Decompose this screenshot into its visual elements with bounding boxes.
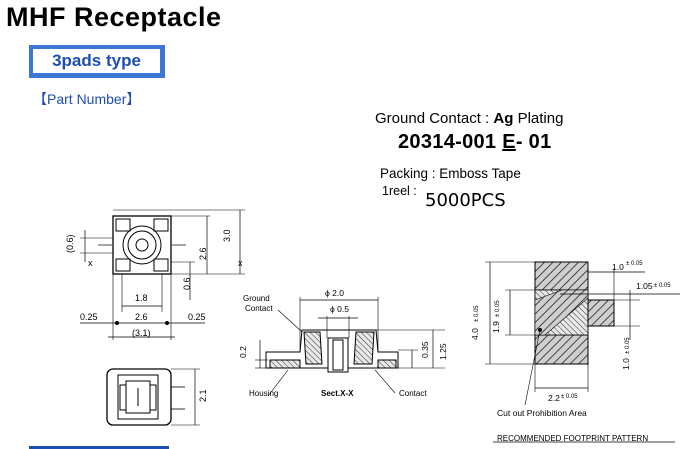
dim-1-0-top: 1.0 bbox=[612, 262, 624, 272]
reel-quantity: 5000PCS bbox=[425, 190, 506, 211]
dim-2-2: 2.2 bbox=[548, 393, 560, 403]
packing-line: Packing : Emboss Tape bbox=[380, 166, 521, 181]
page-title: MHF Receptacle bbox=[6, 2, 222, 32]
label-ground-contact-line1: Ground bbox=[243, 294, 270, 303]
dim-2-6-horizontal: 2.6 bbox=[135, 312, 148, 322]
dim-0-25-left: 0.25 bbox=[80, 312, 98, 322]
dim-dia-0-5: ϕ 0.5 bbox=[330, 304, 349, 314]
dim-2-1: 2.1 bbox=[198, 389, 208, 402]
dim-0-25-right: 0.25 bbox=[188, 312, 206, 322]
label-ground-contact-line2: Contact bbox=[245, 304, 273, 313]
label-contact: Contact bbox=[399, 389, 427, 398]
top-view-pad-br bbox=[153, 258, 169, 272]
dim-1-05: 1.05 bbox=[636, 281, 653, 291]
section-divider-bar bbox=[29, 446, 169, 449]
dim-dia-2-0: ϕ 2.0 bbox=[325, 288, 344, 298]
top-view-pad-tr bbox=[153, 218, 169, 232]
footprint-pattern bbox=[485, 261, 680, 443]
part-number-heading: 【Part Number】 bbox=[33, 91, 141, 107]
label-cutout-prohibition: Cut out Prohibition Area bbox=[497, 408, 587, 418]
type-badge: 3pads type bbox=[29, 45, 165, 78]
part-number: 20314-001 E- 01 bbox=[398, 131, 552, 154]
tol-1-9: ± 0.05 bbox=[495, 300, 501, 317]
top-view-pad-bl bbox=[115, 258, 131, 272]
top-view-outer-ring bbox=[122, 225, 162, 265]
ground-contact-suffix: Plating bbox=[513, 110, 564, 127]
dim-1-9: 1.9 bbox=[491, 321, 501, 333]
tol-1-0-top: ± 0.05 bbox=[626, 261, 643, 267]
section-mark-left: x bbox=[88, 258, 93, 268]
tol-4-0: ± 0.05 bbox=[474, 305, 480, 322]
part-number-suffix: - 01 bbox=[515, 131, 552, 153]
dim-1-8: 1.8 bbox=[135, 293, 148, 303]
dim-1-0-vertical: 1.0 bbox=[621, 358, 631, 370]
top-view-center-pin bbox=[135, 238, 149, 252]
footprint-caption: RECOMMENDED FOOTPRINT PATTERN bbox=[497, 434, 648, 443]
part-number-plating-code: E bbox=[502, 131, 516, 153]
ground-contact-material: Ag bbox=[493, 110, 514, 127]
ground-contact-line: Ground Contact : Ag Plating bbox=[375, 110, 563, 127]
dim-3-0: 3.0 bbox=[222, 229, 232, 242]
tol-2-2: ± 0.05 bbox=[561, 394, 578, 400]
section-mark-right: x bbox=[238, 258, 243, 268]
dim-0-2: 0.2 bbox=[238, 346, 248, 358]
ground-contact-prefix: Ground Contact : bbox=[375, 110, 494, 127]
reel-label: 1reel : bbox=[382, 184, 417, 198]
dim-3-1-paren: (3.1) bbox=[132, 328, 151, 338]
top-view-mid-ring bbox=[127, 230, 157, 260]
top-view bbox=[80, 209, 245, 340]
dim-4-0: 4.0 bbox=[470, 328, 480, 340]
dim-1-25: 1.25 bbox=[438, 343, 448, 360]
section-view bbox=[255, 297, 445, 397]
part-number-base: 20314-001 bbox=[398, 131, 503, 153]
tol-1-0-vertical: ± 0.05 bbox=[625, 337, 631, 354]
dim-0-6-paren: (0.6) bbox=[65, 234, 75, 253]
type-badge-label: 3pads type bbox=[33, 49, 160, 73]
dim-2-6-vertical: 2.6 bbox=[198, 247, 208, 260]
footprint-signal-pad bbox=[587, 299, 615, 327]
label-housing: Housing bbox=[249, 389, 278, 398]
bottom-view bbox=[106, 368, 200, 426]
label-section-x-x: Sect.X-X bbox=[321, 389, 354, 398]
tol-1-05: ± 0.05 bbox=[654, 283, 671, 289]
top-view-pad-tl bbox=[115, 218, 131, 232]
dim-0-6: 0.6 bbox=[182, 277, 192, 290]
dim-0-35: 0.35 bbox=[420, 341, 430, 358]
